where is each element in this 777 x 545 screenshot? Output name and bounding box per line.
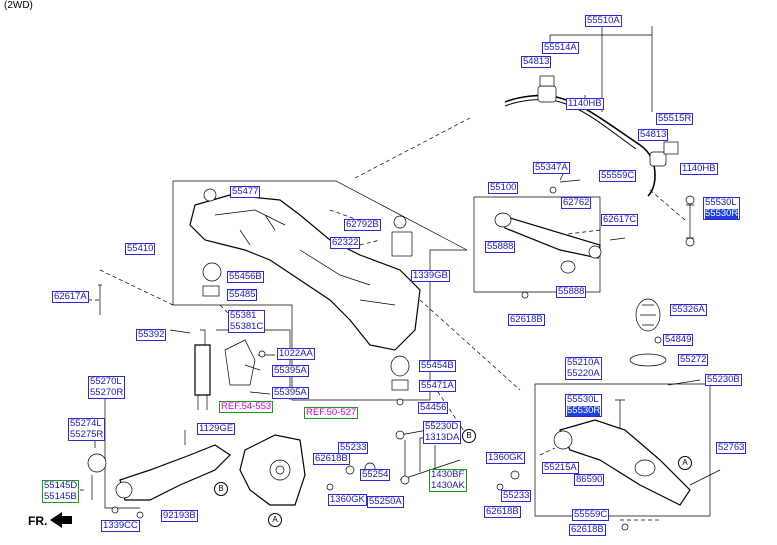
part-55272[interactable]: 55272 <box>678 354 709 366</box>
part-55347A[interactable]: 55347A <box>533 162 570 174</box>
part-1360GK-right[interactable]: 1360GK <box>486 452 525 464</box>
part-55477[interactable]: 55477 <box>230 186 261 198</box>
part-55410[interactable]: 55410 <box>125 243 156 255</box>
part-1129GE[interactable]: 1129GE <box>197 423 236 435</box>
part-62618B-bottom[interactable]: 62618B <box>569 524 606 536</box>
part-55559C-lower[interactable]: 55559C <box>572 509 610 521</box>
part-52763[interactable]: 52763 <box>716 442 747 454</box>
trailing-arm <box>119 444 231 501</box>
part-55254[interactable]: 55254 <box>360 469 391 481</box>
part-54849[interactable]: 54849 <box>663 334 694 346</box>
part-55888-right[interactable]: 55888 <box>556 286 587 298</box>
part-55454B[interactable]: 55454B <box>419 360 456 372</box>
part-62618B-middle[interactable]: 62618B <box>313 453 350 465</box>
reference-50-527-link[interactable]: REF.50-527 <box>304 407 359 419</box>
part-55485[interactable]: 55485 <box>227 289 258 301</box>
part-62617C[interactable]: 62617C <box>601 214 639 226</box>
part-55471A[interactable]: 55471A <box>419 380 456 392</box>
part-1339CC[interactable]: 1339CC <box>101 520 140 532</box>
crossmember <box>189 194 421 351</box>
part-62792B[interactable]: 62792B <box>344 219 381 231</box>
part-55230B[interactable]: 55230B <box>705 374 742 386</box>
part-62618B-right[interactable]: 62618B <box>484 506 521 518</box>
part-62322[interactable]: 62322 <box>330 237 361 249</box>
front-direction-label: FR. <box>28 514 48 528</box>
part-54813-lower[interactable]: 54813 <box>638 129 669 141</box>
part-86590[interactable]: 86590 <box>574 474 605 486</box>
part-1140HB-upper[interactable]: 1140HB <box>566 98 604 110</box>
bracket-55210A <box>534 383 711 517</box>
part-55395A-lower[interactable]: 55395A <box>272 387 309 399</box>
part-55559C-upper[interactable]: 55559C <box>599 170 637 182</box>
part-55233-middle[interactable]: 55233 <box>338 442 369 454</box>
shock-absorber <box>194 344 211 396</box>
part-62762[interactable]: 62762 <box>561 197 592 209</box>
part-55515R[interactable]: 55515R <box>656 113 694 125</box>
part-1339GB[interactable]: 1339GB <box>411 270 450 282</box>
part-55250A[interactable]: 55250A <box>367 496 404 508</box>
stabilizer-bar-inner <box>504 99 637 150</box>
part-55514A[interactable]: 55514A <box>542 42 579 54</box>
part-55888-left[interactable]: 55888 <box>485 241 516 253</box>
part-55456B[interactable]: 55456B <box>227 271 264 283</box>
part-55392[interactable]: 55392 <box>136 329 167 341</box>
part-55100[interactable]: 55100 <box>488 182 519 194</box>
part-55215A[interactable]: 55215A <box>542 462 579 474</box>
part-1360GK-middle[interactable]: 1360GK <box>328 494 367 506</box>
part-54456[interactable]: 54456 <box>418 402 449 414</box>
callout-a-right: A <box>678 456 692 470</box>
part-55395A-upper[interactable]: 55395A <box>272 365 309 377</box>
part-62617A[interactable]: 62617A <box>52 291 89 303</box>
bracket-55510A <box>549 26 653 112</box>
callout-a-bottom: A <box>268 513 282 527</box>
part-92193B[interactable]: 92193B <box>161 510 198 522</box>
part-62618B-upper[interactable]: 62618B <box>508 314 545 326</box>
lower-arm <box>559 419 691 506</box>
bracket-55100 <box>473 196 601 293</box>
part-1140HB-lower[interactable]: 1140HB <box>680 163 718 175</box>
callout-b-left: B <box>214 482 228 496</box>
callout-b-right: B <box>462 429 476 443</box>
part-55233-right[interactable]: 55233 <box>501 490 532 502</box>
front-arrow <box>50 512 72 528</box>
part-55326A[interactable]: 55326A <box>670 304 707 316</box>
part-1022AA[interactable]: 1022AA <box>277 348 315 360</box>
part-55510A[interactable]: 55510A <box>585 15 622 27</box>
reference-54-553-link[interactable]: REF.54-553 <box>219 401 274 413</box>
variant-label: (2WD) <box>4 0 33 11</box>
part-54813-upper[interactable]: 54813 <box>521 56 552 68</box>
